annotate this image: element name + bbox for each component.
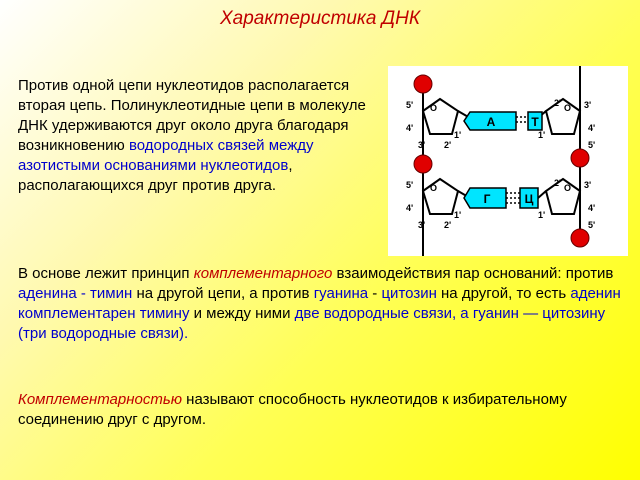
text: на другой, то есть bbox=[436, 285, 571, 302]
carbon-label: 2' bbox=[444, 140, 451, 150]
highlight-text: комплементарного bbox=[193, 265, 333, 282]
phosphate-icon bbox=[570, 228, 590, 248]
ring-oxygen-label: O bbox=[564, 103, 571, 113]
highlight-text: Комплементарностью bbox=[18, 391, 183, 408]
text: В основе лежит принцип bbox=[18, 265, 194, 282]
base-thymine bbox=[527, 111, 543, 131]
carbon-label: 2' bbox=[554, 178, 561, 188]
phosphate-icon bbox=[413, 154, 433, 174]
highlight-text: аденина - тимин bbox=[18, 285, 133, 302]
carbon-label: 3' bbox=[584, 180, 591, 190]
carbon-label: 5' bbox=[588, 220, 595, 230]
text: - bbox=[368, 285, 382, 302]
carbon-label: 4' bbox=[406, 203, 413, 213]
carbon-label: 3' bbox=[418, 220, 425, 230]
base-label-t: Т bbox=[531, 115, 539, 129]
carbon-label: 4' bbox=[588, 123, 595, 133]
base-label-c: Ц bbox=[525, 192, 534, 206]
carbon-label: 5' bbox=[588, 140, 595, 150]
text: Против одной цепи нуклеотидов располагае… bbox=[18, 77, 366, 154]
carbon-label: 5' bbox=[406, 180, 413, 190]
highlight-text: цитозин bbox=[381, 285, 437, 302]
text: называют способность нуклеотидов к избир… bbox=[18, 391, 567, 428]
carbon-label: 3' bbox=[418, 140, 425, 150]
text: , располагающихся друг против друга. bbox=[18, 157, 293, 194]
carbon-label: 1' bbox=[454, 210, 461, 220]
dna-diagram-svg: А Т Г Ц O O O O 5' 4' 1' 3' 2' 3' 4' 2' … bbox=[406, 66, 595, 256]
dna-diagram: А Т Г Ц O O O O 5' 4' 1' 3' 2' 3' 4' 2' … bbox=[388, 66, 628, 256]
highlight-text: водородных связей между азотистыми основ… bbox=[18, 137, 314, 174]
carbon-label: 3' bbox=[584, 100, 591, 110]
sugar-ring-top-right bbox=[544, 97, 582, 135]
text: взаимодействия пар оснований: против bbox=[332, 265, 614, 282]
phosphate-icon bbox=[570, 148, 590, 168]
carbon-label: 5' bbox=[406, 100, 413, 110]
carbon-label: 4' bbox=[406, 123, 413, 133]
base-adenine bbox=[463, 111, 517, 131]
text: и между ними bbox=[189, 305, 295, 322]
sugar-ring-bottom-right bbox=[544, 177, 582, 215]
ring-oxygen-label: O bbox=[430, 183, 437, 193]
paragraph-intro: Против одной цепи нуклеотидов располагае… bbox=[18, 76, 378, 196]
ring-oxygen-label: O bbox=[564, 183, 571, 193]
carbon-label: 1' bbox=[454, 130, 461, 140]
text: на другой цепи, а против bbox=[132, 285, 314, 302]
ring-oxygen-label: O bbox=[430, 103, 437, 113]
page-title: Характеристика ДНК bbox=[219, 8, 421, 29]
highlight-text: аденин комплементарен тимину bbox=[18, 285, 621, 322]
base-label-g: Г bbox=[484, 192, 491, 206]
carbon-label: 2' bbox=[444, 220, 451, 230]
carbon-label: 1' bbox=[538, 210, 545, 220]
highlight-text: гуанина bbox=[313, 285, 369, 302]
sugar-ring-top-left bbox=[421, 97, 460, 135]
paragraph-complementarity-principle: В основе лежит принцип комплементарного … bbox=[18, 264, 626, 344]
highlight-text: две водородные связи, а гуанин — цитозин… bbox=[18, 305, 606, 342]
phosphate-icon bbox=[413, 74, 433, 94]
base-guanine bbox=[463, 187, 507, 209]
sugar-ring-bottom-left bbox=[421, 177, 460, 215]
carbon-label: 2' bbox=[554, 98, 561, 108]
carbon-label: 4' bbox=[588, 203, 595, 213]
bond-line bbox=[537, 190, 547, 199]
paragraph-definition: Комплементарностью называют способность … bbox=[18, 390, 626, 430]
base-cytosine bbox=[519, 187, 539, 209]
base-label-a: А bbox=[487, 115, 496, 129]
carbon-label: 1' bbox=[538, 130, 545, 140]
